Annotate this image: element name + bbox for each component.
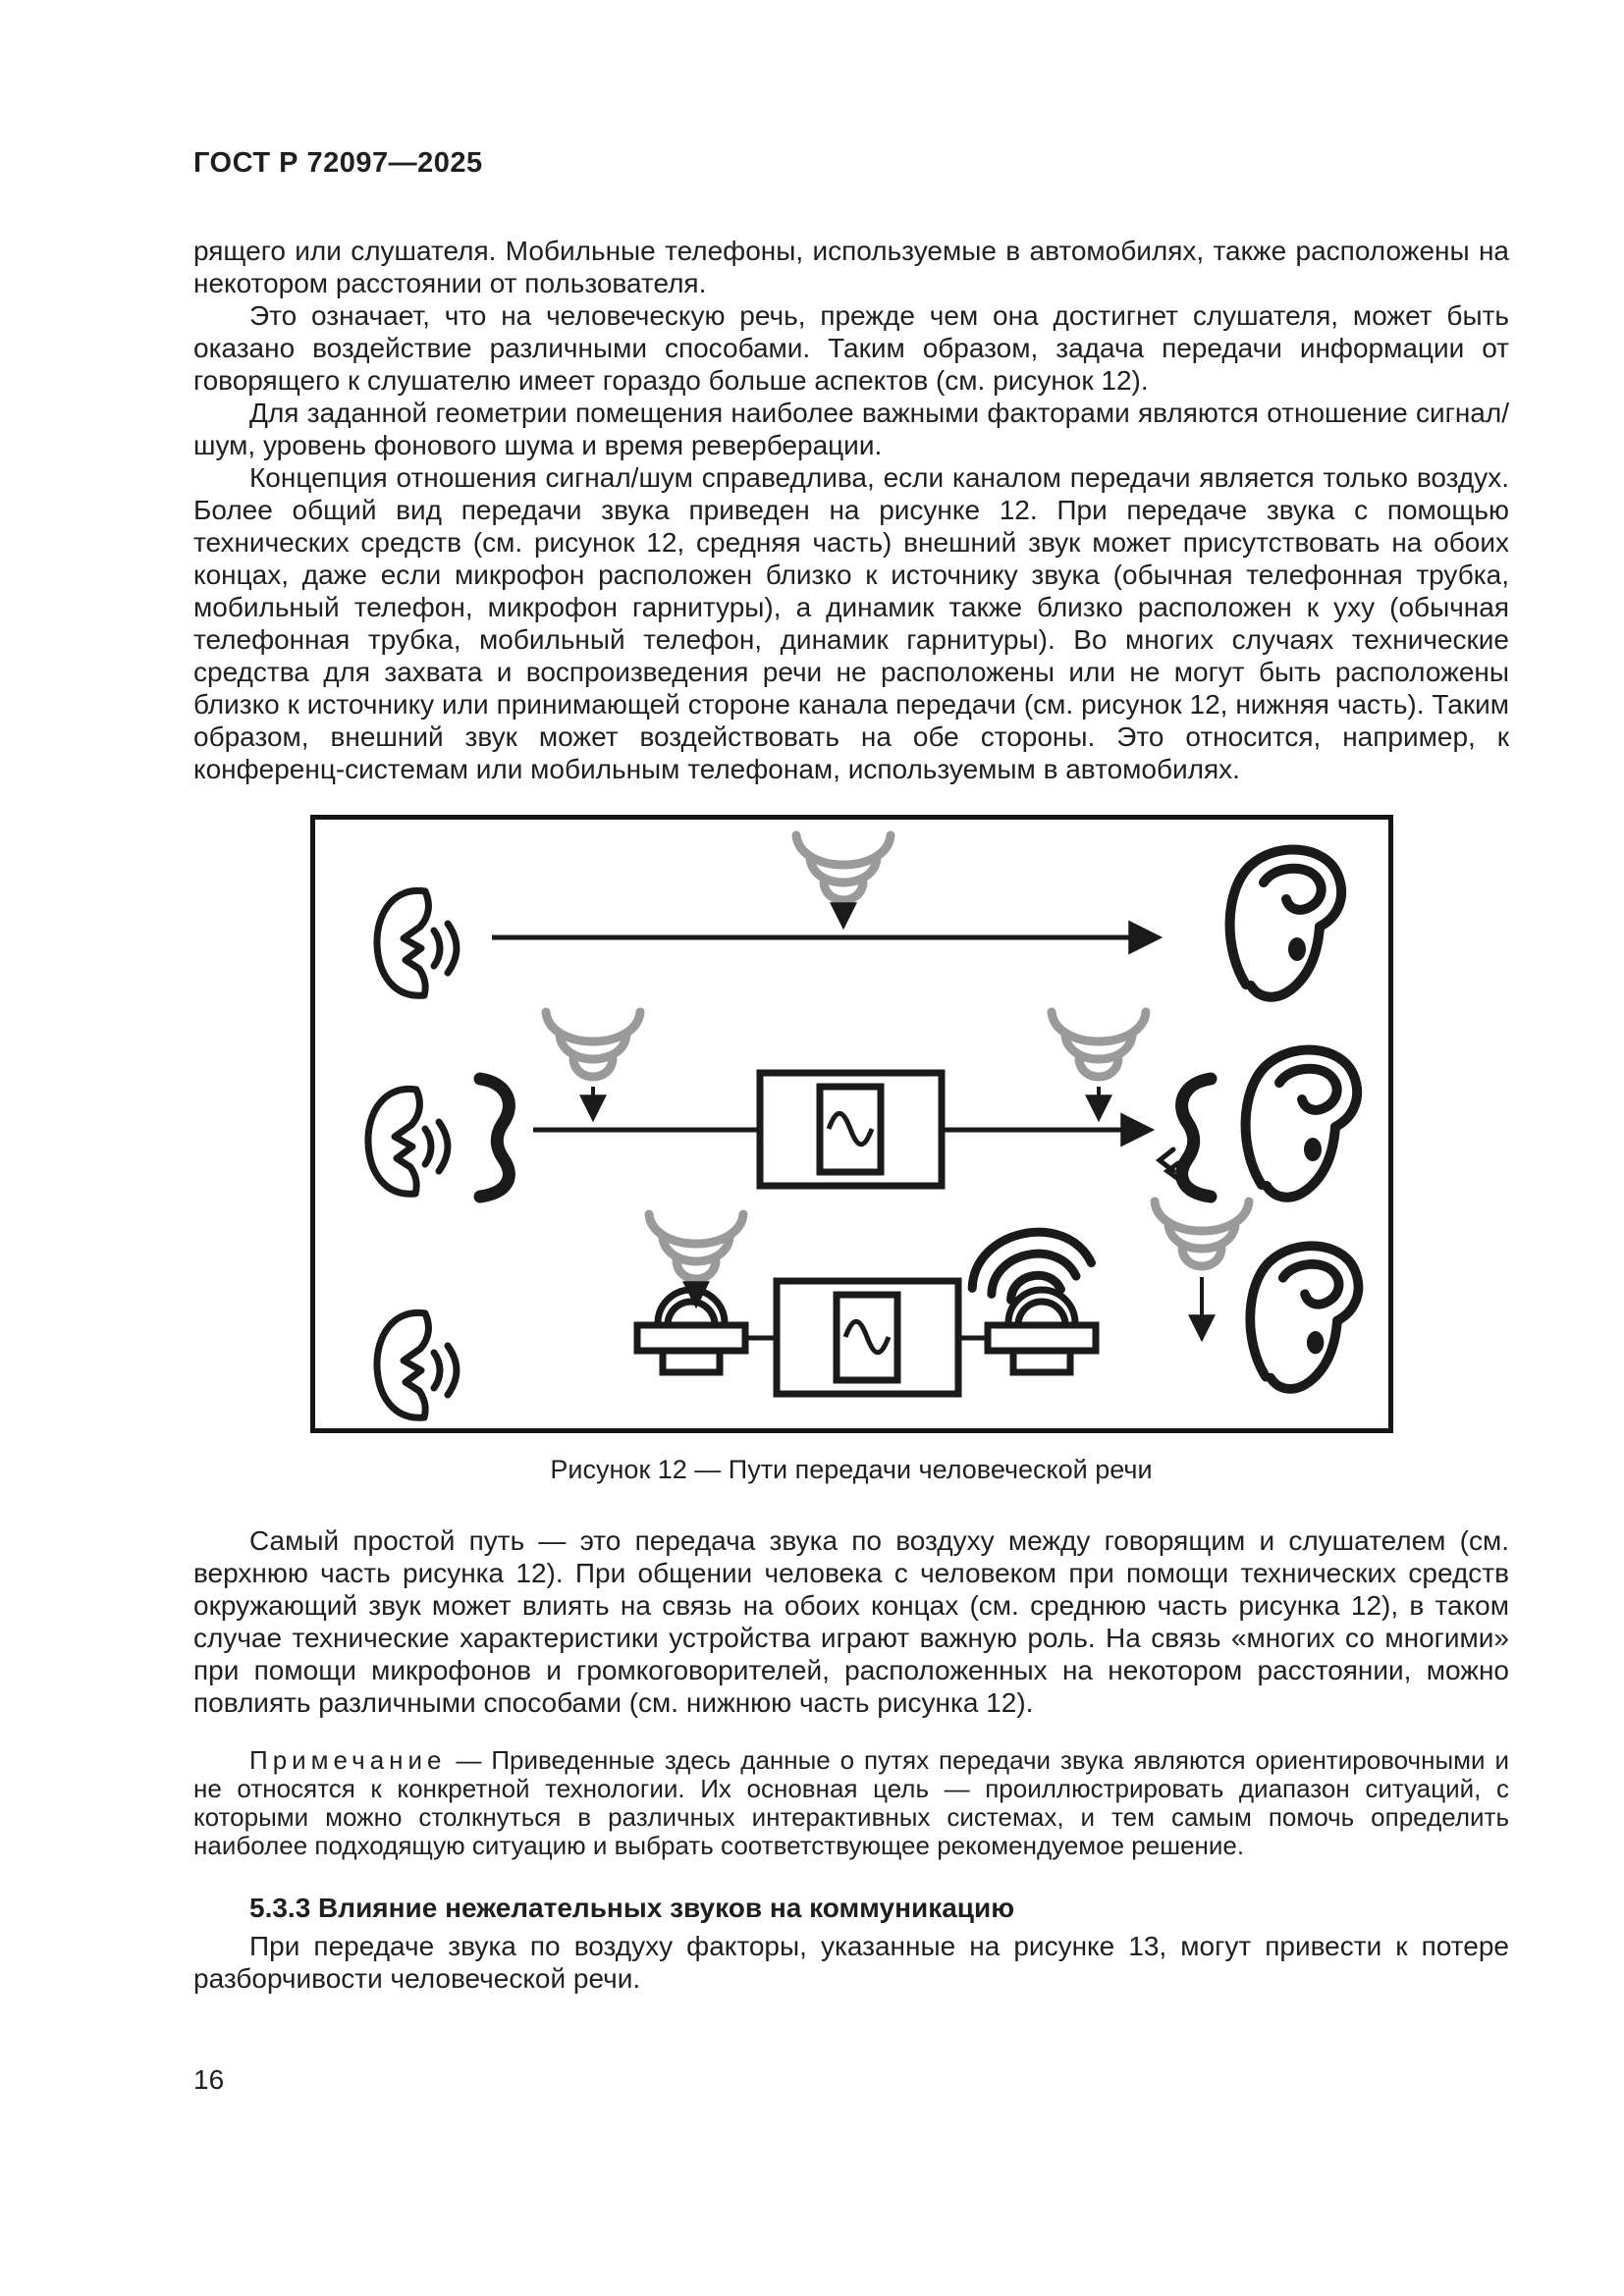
- speaking-mouth-icon: [376, 1312, 456, 1417]
- figure-row-handset-channel: [367, 1012, 1356, 1198]
- figure-12-diagram: [315, 820, 1388, 1428]
- ear-icon: [1229, 850, 1341, 997]
- section-heading-5-3-3: 5.3.3 Влияние нежелательных звуков на ко…: [249, 1893, 1015, 1923]
- note-text: — Приведенные здесь данные о путях перед…: [193, 1745, 1509, 1860]
- speaking-mouth-icon: [376, 890, 456, 995]
- transmission-channel-icon: [777, 1281, 958, 1394]
- sound-emission-marks: [1155, 1147, 1180, 1182]
- note-label: Примечание: [249, 1745, 447, 1775]
- telephone-handset-icon: [1181, 1079, 1210, 1197]
- loudspeaker-icon: [988, 1290, 1096, 1372]
- paragraph: Самый простой путь — это передача звука …: [193, 1525, 1509, 1718]
- ear-icon: [1250, 1246, 1358, 1389]
- page-number: 16: [193, 2064, 225, 2095]
- note-paragraph: Примечание — Приведенные здесь данные о …: [193, 1746, 1509, 1860]
- ambient-noise-arcs-icon: [649, 1214, 743, 1279]
- figure-row-mic-speaker: [376, 1201, 1357, 1417]
- ambient-noise-arcs-icon: [546, 1012, 640, 1077]
- paragraph: Концепция отношения сигнал/шум справедли…: [193, 462, 1509, 784]
- ambient-noise-arcs-icon: [1155, 1201, 1249, 1266]
- ambient-noise-arcs-icon: [1052, 1012, 1146, 1077]
- desk-microphone-icon: [637, 1290, 745, 1372]
- ear-icon: [1245, 1050, 1357, 1198]
- paragraph: рящего или слушателя. Мобильные телефоны…: [193, 236, 1509, 298]
- paragraph: Для заданной геометрии помещения наиболе…: [193, 398, 1509, 460]
- speaking-mouth-icon: [367, 1089, 447, 1194]
- transmission-channel-icon: [760, 1073, 942, 1186]
- ambient-noise-arcs-icon: [796, 835, 891, 900]
- figure-12: [309, 815, 1393, 1433]
- figure-row-direct-air: [376, 835, 1340, 997]
- doc-code-header: ГОСТ Р 72097—2025: [193, 147, 483, 179]
- paragraph: Это означает, что на человеческую речь, …: [193, 300, 1509, 396]
- figure-caption: Рисунок 12 — Пути передачи человеческой …: [550, 1455, 1153, 1484]
- page-content: ГОСТ Р 72097—2025 рящего или слушателя. …: [193, 0, 1509, 1995]
- paragraph: При передаче звука по воздуху факторы, у…: [193, 1931, 1509, 1994]
- telephone-handset-icon: [480, 1079, 509, 1197]
